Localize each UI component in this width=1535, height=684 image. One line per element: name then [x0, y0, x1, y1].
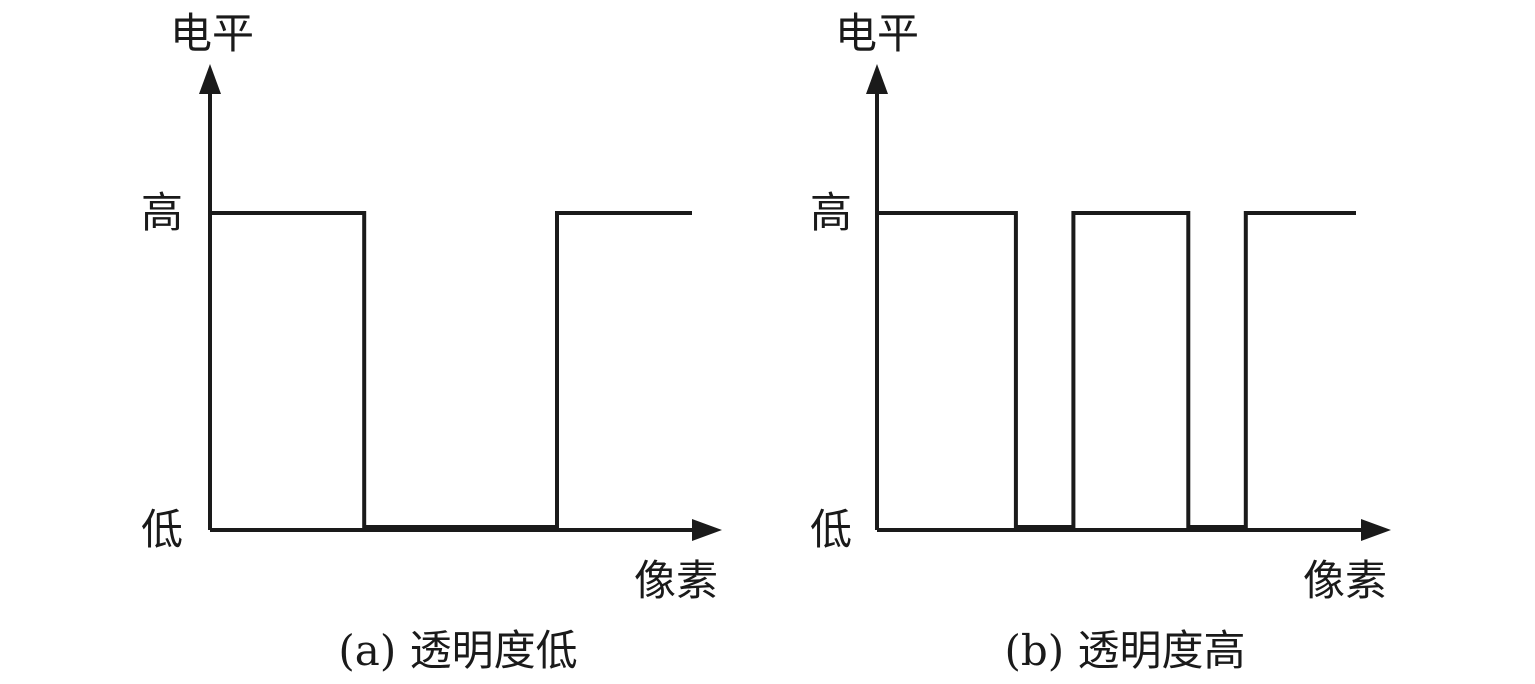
y-tick-label-low: 低 [141, 505, 183, 554]
x-axis-label: 像素 [634, 556, 718, 605]
y-tick-label-high: 高 [141, 188, 183, 237]
panel-caption: (a) 透明度低 [338, 626, 577, 675]
x-axis-arrow [1361, 519, 1391, 541]
panel-caption: (b) 透明度高 [1004, 626, 1245, 675]
signal-waveform [877, 211, 1356, 529]
y-axis-arrow [199, 64, 221, 94]
y-tick-label-high: 高 [810, 188, 852, 237]
signal-waveform [210, 211, 692, 529]
x-axis-arrow [692, 519, 722, 541]
y-axis-label: 电平 [835, 9, 919, 58]
x-axis-label: 像素 [1303, 556, 1387, 605]
y-axis-label: 电平 [170, 9, 254, 58]
y-tick-label-low: 低 [810, 505, 852, 554]
y-axis-arrow [866, 64, 888, 94]
